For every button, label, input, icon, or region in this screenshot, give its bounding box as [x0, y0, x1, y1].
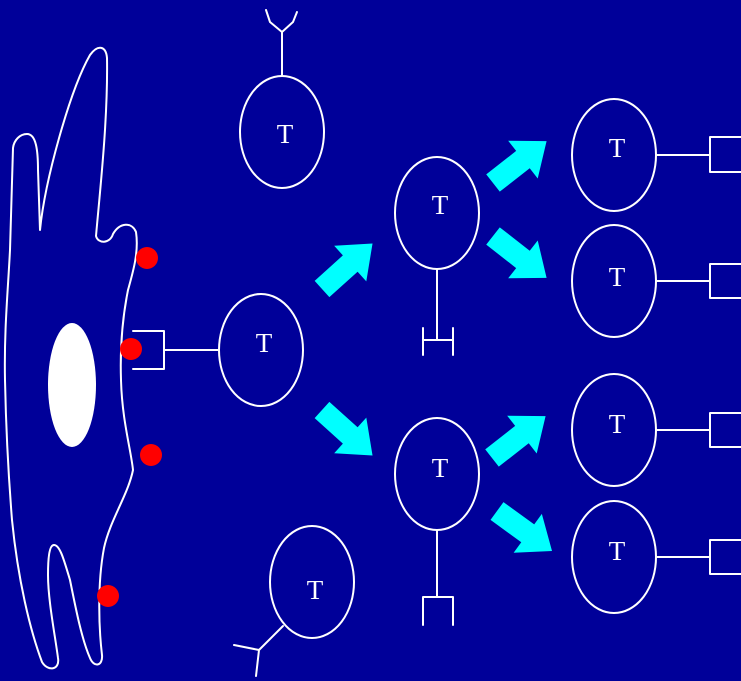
mhc-marker-icon	[120, 338, 142, 360]
t-cell-gen2-1: T	[571, 98, 741, 212]
arrows	[314, 140, 553, 553]
t-cell-gen2-2: T	[571, 224, 741, 338]
antigen-presenting-cell-icon	[3, 46, 138, 670]
t-cell-engaged: T	[132, 293, 304, 407]
receptor-icon	[422, 268, 454, 356]
t-cell-label: T	[432, 190, 449, 220]
arrow-icon	[490, 502, 553, 553]
receptor-icon	[422, 529, 454, 626]
receptor-icon	[655, 136, 741, 173]
t-cell-gen2-4: T	[571, 500, 741, 614]
mhc-marker-icon	[136, 247, 158, 269]
t-cell-gen1-upper: T	[394, 156, 480, 356]
t-cell-top-naive: T	[239, 9, 325, 189]
receptor-icon	[655, 263, 741, 299]
arrow-icon	[485, 415, 546, 467]
receptor-icon	[132, 330, 220, 370]
t-cell-label: T	[609, 536, 626, 566]
receptor-icon	[233, 625, 284, 677]
receptor-icon	[655, 539, 741, 575]
arrow-icon	[486, 227, 547, 279]
t-cell-gen1-lower: T	[394, 417, 480, 626]
arrow-icon	[314, 401, 373, 456]
nucleus-icon	[48, 323, 96, 447]
t-cell-label: T	[609, 262, 626, 292]
arrow-icon	[314, 243, 373, 298]
receptor-icon	[265, 9, 298, 77]
t-cell-label: T	[609, 409, 626, 439]
receptor-icon	[655, 412, 741, 448]
t-cell-label: T	[256, 328, 273, 358]
mhc-marker-icon	[140, 444, 162, 466]
t-cell-label: T	[609, 133, 626, 163]
mhc-marker-icon	[97, 585, 119, 607]
t-cell-label: T	[432, 453, 449, 483]
t-cell-gen2-3: T	[571, 373, 741, 487]
t-cell-label: T	[277, 119, 294, 149]
arrow-icon	[486, 140, 547, 192]
t-cell-label: T	[307, 575, 324, 605]
t-cell-bottom-naive: T	[233, 525, 355, 677]
